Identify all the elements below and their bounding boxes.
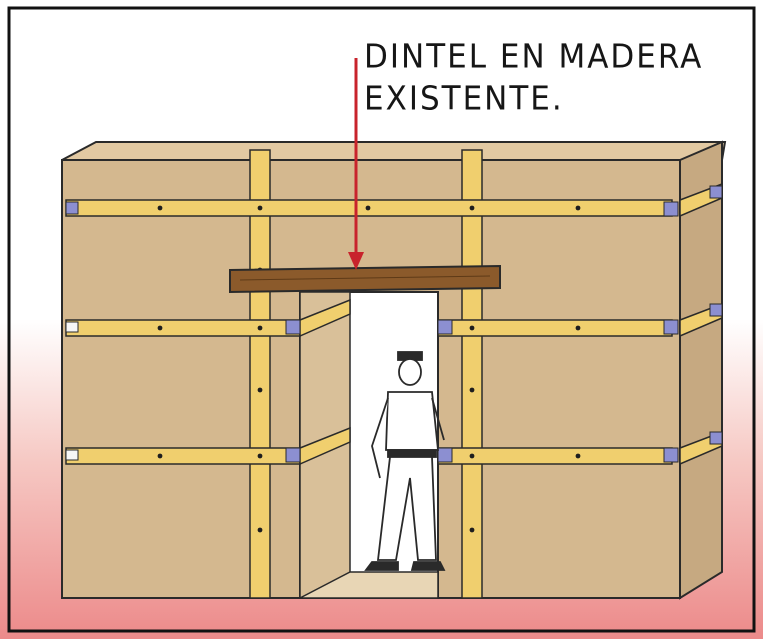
annotation-line-1: DINTEL EN MADERA	[364, 38, 704, 76]
lintel-annotation: DINTEL EN MADERA EXISTENTE.	[364, 36, 744, 120]
corner-bracket	[437, 319, 453, 335]
wooden-lintel	[229, 264, 501, 294]
frame-border	[7, 6, 756, 633]
bolt	[469, 527, 475, 533]
horizontal-beam-mid-left	[65, 319, 301, 337]
red-arrow-icon	[348, 252, 364, 270]
corner-bracket	[663, 201, 679, 217]
person-belt	[387, 449, 437, 458]
bolt	[575, 325, 581, 331]
lintel-grain	[239, 275, 491, 281]
annotation-line-2: EXISTENTE.	[364, 80, 564, 118]
person-torso	[385, 391, 439, 451]
person-arm-right	[431, 397, 445, 441]
doorway-floor	[299, 571, 439, 599]
corner-bracket	[65, 321, 79, 333]
corner-bracket	[65, 201, 79, 215]
bolt	[257, 453, 263, 459]
bolt	[257, 325, 263, 331]
corner-bracket	[65, 449, 79, 461]
corner-bracket	[663, 319, 679, 335]
bolt	[257, 205, 263, 211]
corner-bracket	[437, 447, 453, 463]
horizontal-beam-low-left	[65, 447, 301, 465]
bolt	[157, 205, 163, 211]
bolt	[257, 387, 263, 393]
bolt	[469, 325, 475, 331]
corner-bracket	[285, 447, 301, 463]
bolts	[157, 205, 581, 533]
bolt	[575, 453, 581, 459]
person-head	[398, 358, 422, 386]
person-legs	[376, 456, 437, 561]
person-shoes	[364, 561, 446, 571]
vertical-post-left	[249, 149, 271, 599]
bolt	[469, 453, 475, 459]
corner-bracket	[709, 303, 723, 317]
wall-top-face	[61, 141, 727, 161]
corner-bracket	[709, 185, 723, 199]
person-arm-left	[371, 397, 389, 479]
bolt	[257, 527, 263, 533]
corner-bracket	[709, 431, 723, 445]
bolt	[157, 453, 163, 459]
corner-bracket	[663, 447, 679, 463]
bolt	[157, 325, 163, 331]
person-figure	[364, 351, 446, 571]
corner-bracket	[285, 319, 301, 335]
bolt	[469, 387, 475, 393]
bolt	[365, 205, 371, 211]
bolt	[469, 205, 475, 211]
bolt	[575, 205, 581, 211]
vertical-post-right	[461, 149, 483, 599]
